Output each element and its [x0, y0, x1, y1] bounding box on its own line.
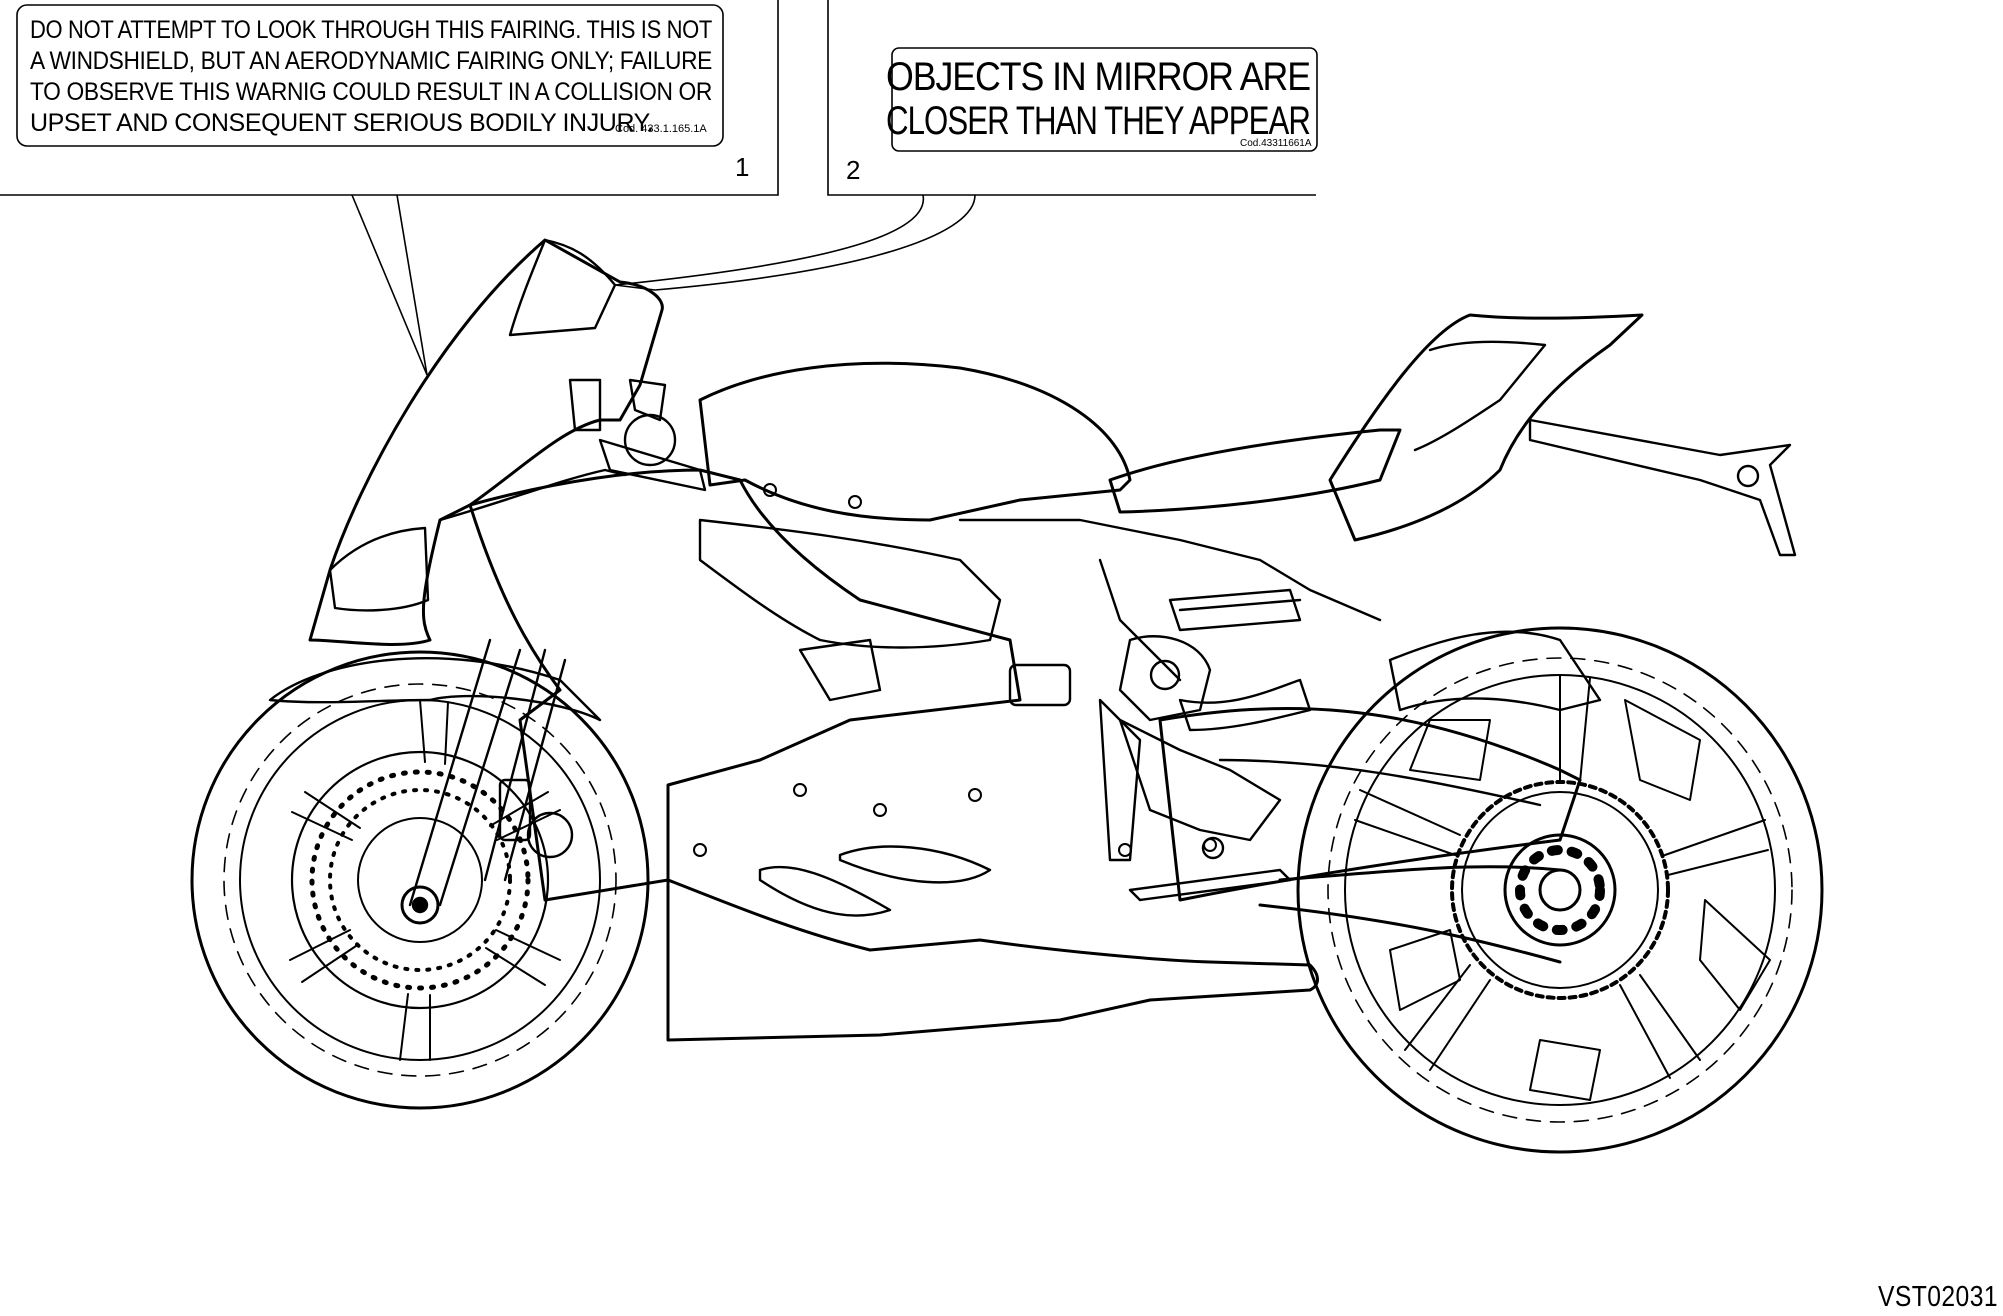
fairing-bolts [693, 483, 1217, 857]
motorcycle-illustration [190, 238, 1824, 1154]
rear-shock [1168, 588, 1302, 632]
label-2-sticker [891, 47, 1318, 152]
front-axle [411, 896, 429, 914]
rear-spokes [1354, 674, 1769, 1079]
front-rim-dashed [223, 683, 617, 1077]
shock-spring [1008, 663, 1072, 707]
rear-axle-nut [1538, 868, 1582, 912]
front-spokes [289, 699, 561, 1061]
side-fairing [468, 468, 1022, 902]
label-1-panel: DO NOT ATTEMPT TO LOOK THROUGH THIS FAIR… [0, 0, 779, 376]
pivot-bolt [1149, 659, 1181, 691]
rear-hub-bolts [1515, 845, 1605, 935]
figure-id: VST02031 [1878, 1281, 1998, 1313]
rider-seat [1108, 428, 1402, 514]
rear-sprocket-body [1461, 791, 1659, 989]
front-rim [239, 699, 601, 1061]
callout-2-leader [614, 194, 976, 291]
frame-and-engine [958, 518, 1382, 902]
turn-signal [1736, 464, 1760, 488]
label-1-code: Cod. 433.1.165.1A [615, 123, 707, 135]
label-2-line-2: CLOSER THAN THEY APPEAR [886, 99, 1310, 143]
front-disc-holes-inner [328, 788, 512, 972]
front-brake-caliper [498, 778, 532, 842]
brake-lever [628, 378, 667, 422]
rear-wheel [1296, 626, 1824, 1154]
label-2-line-1: OBJECTS IN MIRROR ARE [886, 55, 1310, 99]
front-fork-bottom [526, 811, 574, 859]
front-brake-disc [290, 750, 550, 1010]
mirror-stem [568, 378, 602, 432]
callout-number-1: 1 [735, 152, 749, 182]
belly-pan [666, 878, 1319, 1042]
label-1-line-2: A WINDSHIELD, BUT AN AERODYNAMIC FAIRING… [30, 47, 712, 75]
front-hub [400, 885, 440, 925]
fuel-tank [698, 361, 1132, 522]
handlebar-group [568, 378, 707, 492]
front-tyre-outer [190, 650, 650, 1110]
label-1-line-3: TO OBSERVE THIS WARNIG COULD RESULT IN A… [30, 78, 712, 106]
headlight-intake [328, 526, 430, 612]
rear-sprocket [1450, 780, 1670, 1000]
side-fairing-vent-1 [758, 865, 892, 917]
callout-number-2: 2 [846, 155, 860, 185]
rear-rim-dashed [1327, 657, 1793, 1123]
rear-rim-windows [1389, 699, 1771, 1101]
rear-tyre-outer [1296, 626, 1824, 1154]
swingarm-pivot [1118, 635, 1212, 722]
exhaust-heatshield [1178, 678, 1312, 732]
front-fork [408, 638, 567, 907]
tail-inner [1413, 340, 1547, 452]
license-plate-holder [1528, 418, 1797, 557]
label-1-line-4: UPSET AND CONSEQUENT SERIOUS BODILY INJU… [30, 109, 653, 137]
label-2-frame [827, 0, 1316, 196]
tail-unit [1328, 313, 1644, 542]
front-wheel [190, 638, 650, 1110]
front-fairing [308, 238, 664, 646]
side-fairing-vent-2 [838, 845, 992, 884]
label-1-frame [0, 0, 779, 196]
clip-on-mount [623, 413, 677, 467]
side-fairing-panel [698, 518, 1002, 649]
rear-hub [1503, 833, 1617, 947]
callout-1-leader [351, 194, 428, 376]
fairing-screen-edge [508, 238, 617, 337]
rear-hugger [1388, 630, 1602, 712]
label-1-line-1: DO NOT ATTEMPT TO LOOK THROUGH THIS FAIR… [30, 16, 712, 44]
frame-trellis [958, 518, 1382, 682]
front-disc-carrier [357, 817, 483, 943]
rider-footpeg-hanger [1118, 718, 1282, 842]
label-2-panel: OBJECTS IN MIRROR ARE CLOSER THAN THEY A… [614, 0, 1318, 291]
kickstand-arm [1098, 698, 1142, 862]
side-fairing-lower-vent [798, 638, 882, 702]
front-disc-holes [309, 769, 531, 991]
footpeg [1201, 836, 1225, 860]
label-2-code: Cod.43311661A [1240, 138, 1312, 149]
front-fender [268, 657, 602, 722]
label-1-sticker [16, 4, 724, 147]
